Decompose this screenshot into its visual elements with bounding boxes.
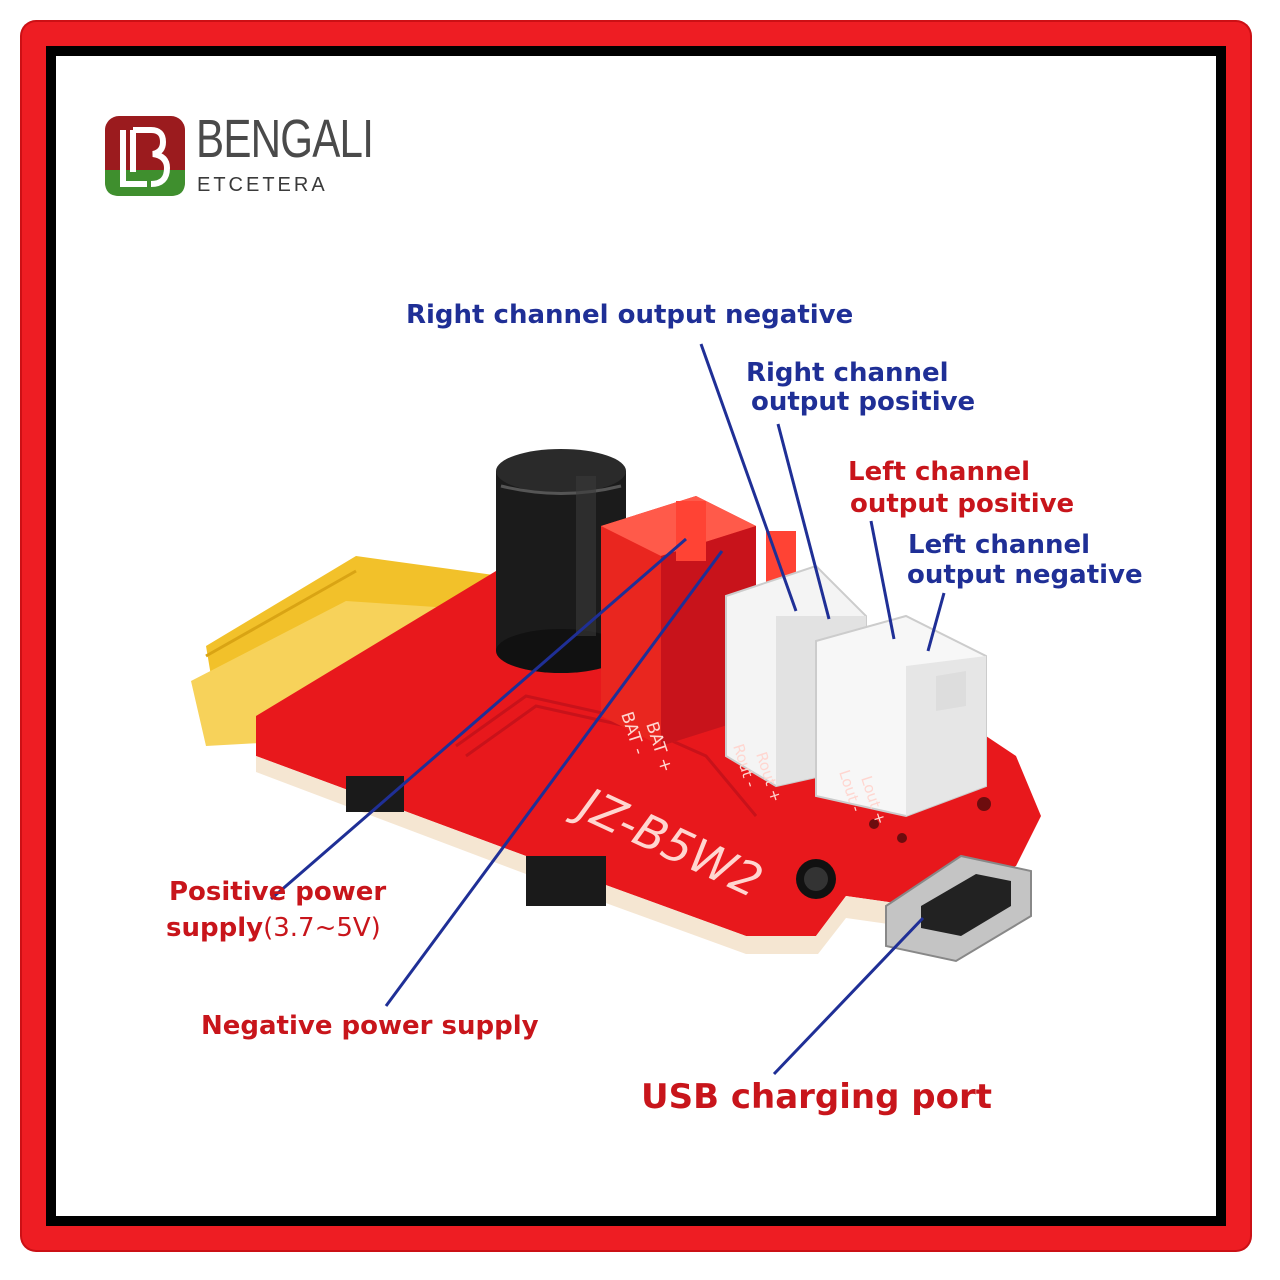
label-right-channel-positive-line2: output positive (751, 387, 976, 417)
label-negative-power: Negative power supply (201, 1011, 539, 1041)
label-right-channel-negative: Right channel output negative (406, 300, 854, 330)
brand-name: BENGALI (196, 109, 374, 169)
brand-logo (103, 114, 363, 204)
bluetooth-amplifier-board: JZ-B5W2 BAT - BAT + Rout - Rout + Lout -… (191, 343, 1041, 1076)
label-left-channel-positive-line1: Left channel (848, 457, 1031, 487)
label-left-channel-negative-line2: output negative (907, 560, 1143, 590)
label-positive-power-line2: supply(3.7~5V) (166, 913, 381, 944)
image-canvas: BENGALI ETCETERA (56, 56, 1216, 1216)
leader-neg-power (384, 550, 724, 1007)
leader-usb (772, 916, 925, 1076)
label-left-channel-negative-line1: Left channel (908, 530, 1091, 560)
leader-lines (270, 343, 946, 1076)
brand-logo-icon (105, 116, 185, 196)
leader-right-neg (699, 343, 798, 612)
label-right-channel-positive-line1: Right channel (746, 358, 949, 388)
leader-right-pos (776, 423, 831, 620)
label-left-channel-positive-line2: output positive (850, 489, 1075, 519)
leader-left-pos (869, 520, 896, 640)
label-positive-power-line1: Positive power (169, 877, 387, 907)
leader-pos-power (270, 537, 687, 901)
brand-tagline: ETCETERA (197, 174, 328, 196)
label-positive-power-word: supply (166, 913, 264, 943)
leader-left-neg (926, 592, 946, 652)
label-usb-charging-port: USB charging port (641, 1077, 993, 1117)
speaker-connector-left (815, 614, 987, 818)
label-positive-power-range: (3.7~5V) (263, 913, 381, 943)
usb-port (885, 854, 1032, 963)
